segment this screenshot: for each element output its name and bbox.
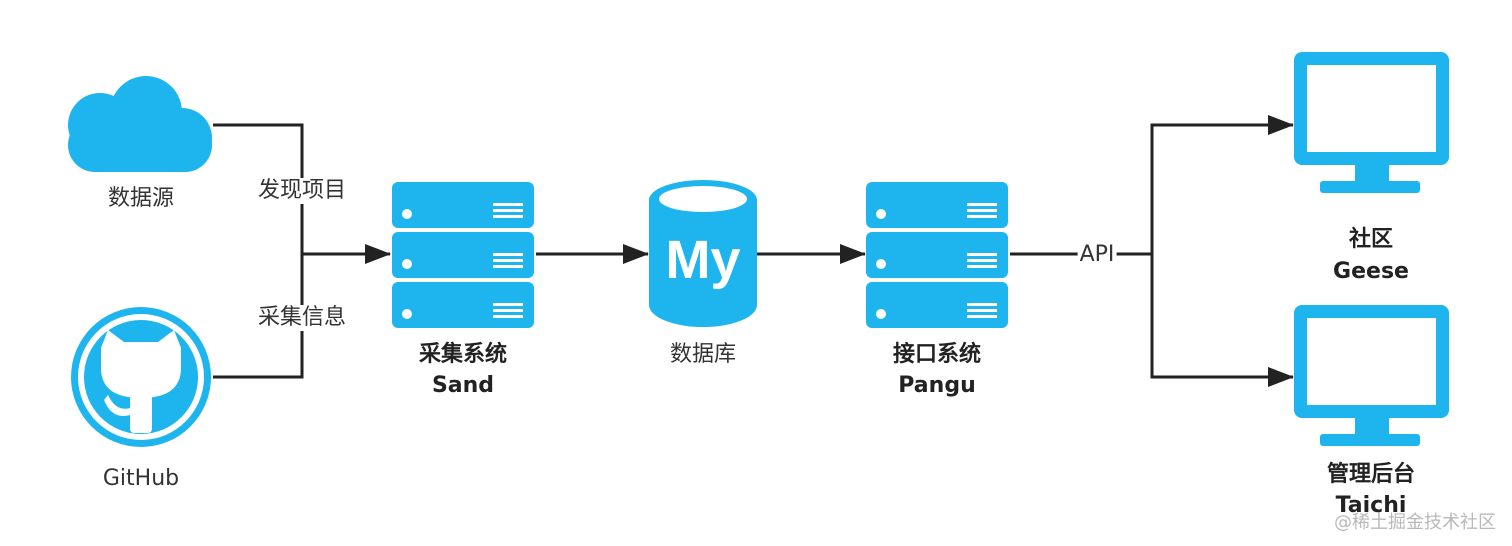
database-icon-text: My bbox=[665, 230, 740, 290]
database-label: 数据库 bbox=[669, 342, 737, 367]
edge-label-collect: 采集信息 bbox=[255, 305, 349, 332]
server-stack-pangu bbox=[866, 182, 1008, 328]
monitor-icon-geese bbox=[1294, 52, 1449, 193]
edge-github-to-merge bbox=[213, 254, 304, 379]
sand-subtitle: Sand bbox=[431, 373, 495, 398]
taichi-title: 管理后台 bbox=[1326, 462, 1416, 487]
pangu-title: 接口系统 bbox=[892, 342, 982, 367]
cloud-icon bbox=[68, 76, 212, 172]
edge-label-api: API bbox=[1077, 242, 1117, 269]
server-stack-sand bbox=[392, 182, 534, 328]
monitor-icon-taichi bbox=[1294, 305, 1449, 446]
sand-title: 采集系统 bbox=[418, 342, 508, 367]
taichi-subtitle: Taichi bbox=[1335, 493, 1407, 518]
geese-title: 社区 bbox=[1348, 227, 1394, 252]
edge-api-to-taichi bbox=[1150, 254, 1294, 387]
github-label: GitHub bbox=[102, 466, 180, 491]
geese-subtitle: Geese bbox=[1333, 259, 1409, 284]
pangu-subtitle: Pangu bbox=[898, 373, 976, 398]
mysql-database-icon: My bbox=[649, 180, 757, 327]
edge-label-discover: 发现项目 bbox=[255, 178, 349, 205]
edge-datasource-to-merge bbox=[213, 123, 304, 254]
edge-api-to-geese bbox=[1150, 115, 1294, 254]
data-source-label: 数据源 bbox=[107, 186, 175, 211]
watermark: @稀土掘金技术社区 bbox=[1334, 512, 1496, 533]
github-octocat-icon bbox=[71, 307, 211, 447]
